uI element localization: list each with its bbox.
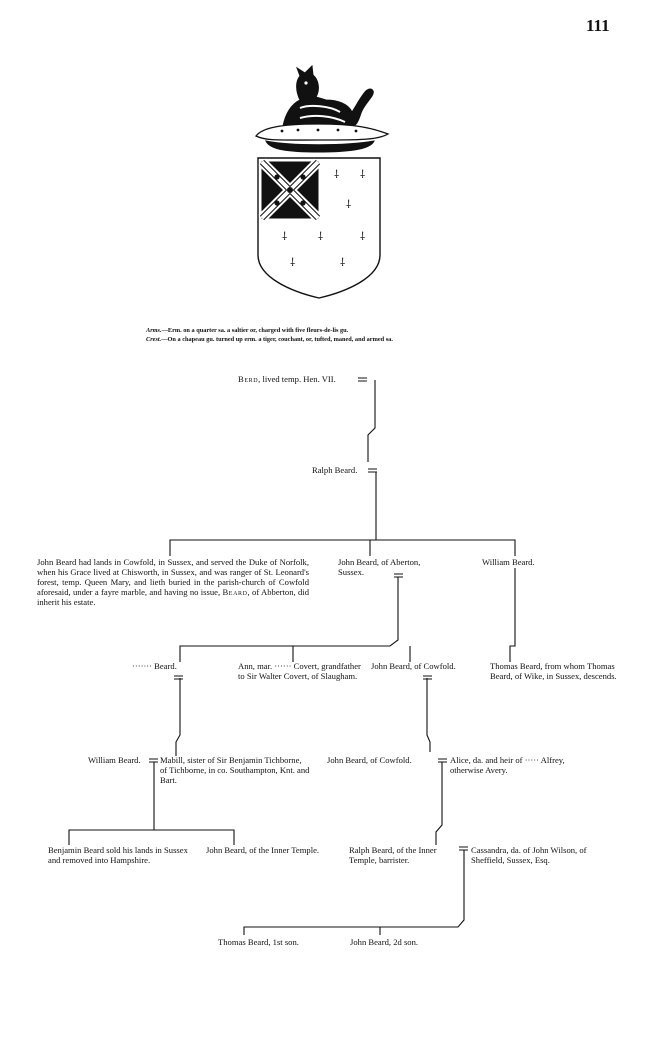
svg-text:⸸: ⸸ <box>334 168 339 181</box>
svg-text:⸸: ⸸ <box>340 256 345 269</box>
alice-alfrey: Alice, da. and heir of ····· Alfrey, oth… <box>450 755 565 775</box>
svg-text:⸸: ⸸ <box>318 230 323 243</box>
crest-tiger <box>282 64 374 132</box>
john-beard-2d-son: John Beard, 2d son. <box>350 937 419 947</box>
mabill-tichborne: Mabill, sister of Sir Benjamin Tichborne… <box>160 755 310 785</box>
svg-text:⸸: ⸸ <box>290 256 295 269</box>
john-beard-inner-temple: John Beard, of the Inner Temple. <box>206 845 320 855</box>
william-beard-1: William Beard. <box>482 557 535 567</box>
svg-text:⸸: ⸸ <box>346 198 351 211</box>
thomas-beard-1st-son: Thomas Beard, 1st son. <box>218 937 299 947</box>
cassandra-wilson: Cassandra, da. of John Wilson, of Sheffi… <box>471 845 587 865</box>
page-number: 111 <box>586 16 610 35</box>
svg-text:⸸: ⸸ <box>360 230 365 243</box>
svg-text:⸸: ⸸ <box>282 230 287 243</box>
benjamin-beard: Benjamin Beard sold his lands in Sussex … <box>48 845 188 865</box>
shield: ⸸⸸ ⸸ ⸸⸸⸸ ⸸⸸ <box>257 157 381 299</box>
ralph-beard-barrister: Ralph Beard, of the Inner Temple, barris… <box>349 845 437 865</box>
coat-of-arms-illustration: ⸸⸸ ⸸ ⸸⸸⸸ ⸸⸸ <box>255 64 390 299</box>
john-beard-cowfold-2: John Beard, of Cowfold. <box>327 755 412 765</box>
john-beard-cowfold-lands: John Beard had lands in Cowfold, in Suss… <box>37 557 309 607</box>
unknown-beard: ······· Beard. <box>132 661 177 671</box>
svg-text:⸸: ⸸ <box>360 168 365 181</box>
ralph-beard-1: Ralph Beard. <box>312 465 358 475</box>
john-beard-aberton: John Beard, of Aberton, Sussex. <box>338 557 421 577</box>
john-beard-cowfold-1: John Beard, of Cowfold. <box>371 661 456 671</box>
thomas-beard-wike: Thomas Beard, from whom Thomas Beard, of… <box>490 661 617 681</box>
chapeau <box>255 123 390 153</box>
ancestor-beard: Berd, lived temp. Hen. VII. <box>238 374 336 384</box>
william-beard-2: William Beard. <box>88 755 141 765</box>
ann-covert: Ann, mar. ······ Covert, grandfather to … <box>238 661 361 681</box>
blazon: Arms.—Erm. on a quarter sa. a saltier or… <box>146 327 393 343</box>
